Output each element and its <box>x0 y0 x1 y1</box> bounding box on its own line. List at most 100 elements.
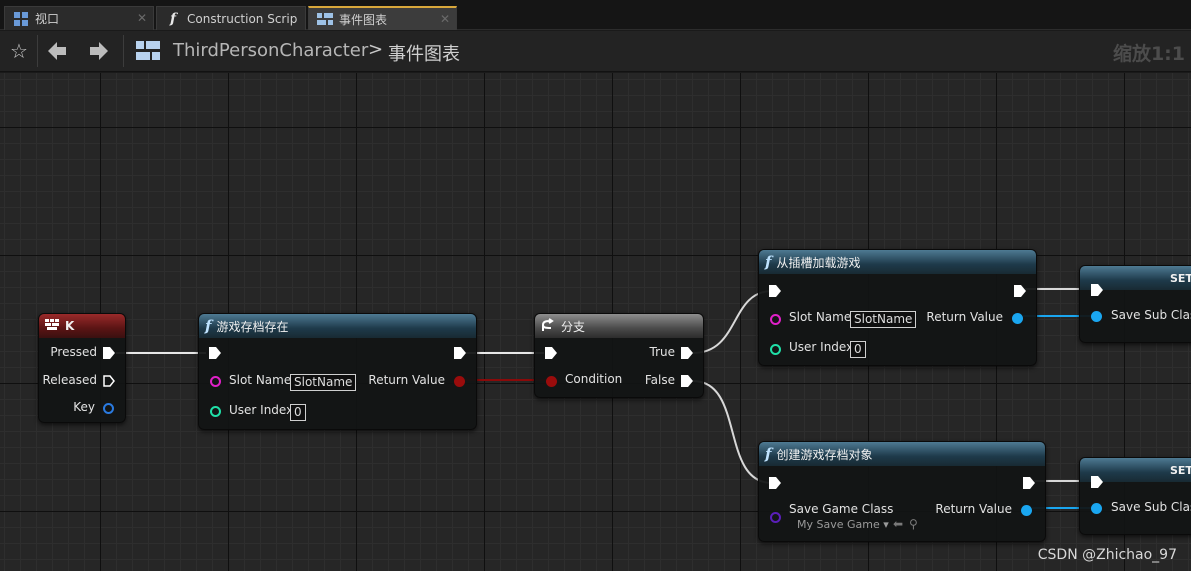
data-pin-return-object[interactable] <box>1012 313 1023 324</box>
tab-label: Construction Scrip <box>187 11 298 26</box>
node-title: 从插槽加载游戏 <box>776 255 861 270</box>
exec-pin-pressed[interactable] <box>103 347 115 359</box>
viewport-icon <box>13 11 29 27</box>
pin-label-return-value: Return Value <box>926 310 1003 324</box>
exec-pin-in[interactable] <box>209 347 221 359</box>
data-pin-save-sub-class[interactable] <box>1091 311 1102 322</box>
class-picker-dropdown[interactable]: My Save Game ▾ <box>797 518 889 531</box>
pin-label-slot-name: Slot Name <box>229 373 292 387</box>
slot-name-input[interactable]: SlotName <box>850 311 917 328</box>
breadcrumb-separator: > <box>368 39 384 60</box>
exec-pin-out[interactable] <box>1014 285 1026 297</box>
node-header: f 从插槽加载游戏 <box>759 250 1036 274</box>
browse-search-icon[interactable]: ⚲ <box>909 517 918 531</box>
close-icon[interactable]: ✕ <box>439 12 450 26</box>
node-title: 分支 <box>561 319 586 334</box>
pin-label-slot-name: Slot Name <box>789 310 852 324</box>
exec-pin-released[interactable] <box>103 375 115 387</box>
toolbar-divider <box>123 35 124 67</box>
pin-label-user-index: User Index <box>229 403 294 417</box>
create-save-game-object-node[interactable]: f 创建游戏存档对象 Save Game Class My Save Game … <box>758 441 1046 542</box>
forward-arrow-icon[interactable] <box>84 37 114 65</box>
pin-label-return-value: Return Value <box>368 373 445 387</box>
exec-wire-false <box>692 380 773 484</box>
node-title: SET <box>1170 463 1191 477</box>
tab-label: 事件图表 <box>339 12 388 27</box>
pin-label-true: True <box>649 345 676 359</box>
branch-node[interactable]: 分支 True Condition False <box>534 313 704 398</box>
data-pin-key[interactable] <box>103 403 114 414</box>
exec-pin-out[interactable] <box>1023 477 1035 489</box>
exec-pin-true[interactable] <box>681 347 693 359</box>
pin-label-false: False <box>644 373 675 387</box>
back-arrow-icon[interactable] <box>42 37 72 65</box>
function-icon: f <box>765 253 772 271</box>
exec-pin-in[interactable] <box>1091 476 1103 488</box>
node-header: f 游戏存档存在 <box>199 314 476 338</box>
set-variable-node-top[interactable]: SET Save Sub Class <box>1079 265 1191 343</box>
graph-canvas[interactable]: K Pressed Released Key f 游戏存档存在 Slot Nam… <box>0 73 1191 571</box>
pin-label-key: Key <box>73 400 95 414</box>
pin-label-return-value: Return Value <box>935 502 1012 516</box>
data-pin-condition[interactable] <box>546 376 557 387</box>
slot-name-input[interactable]: SlotName <box>290 374 357 391</box>
function-icon: f <box>765 445 772 463</box>
function-icon: f <box>169 10 177 27</box>
favorite-star-icon[interactable]: ☆ <box>10 39 28 63</box>
exec-pin-in[interactable] <box>769 477 781 489</box>
toolbar-divider <box>37 35 38 67</box>
node-title: 创建游戏存档对象 <box>776 447 873 462</box>
breadcrumb-current: 事件图表 <box>388 44 460 65</box>
load-game-from-slot-node[interactable]: f 从插槽加载游戏 Slot Name SlotName Return Valu… <box>758 249 1037 366</box>
node-header: 分支 <box>535 314 703 338</box>
pin-label-user-index: User Index <box>789 340 854 354</box>
pin-label-pressed: Pressed <box>50 345 97 359</box>
node-header: K <box>39 314 125 338</box>
exec-pin-out[interactable] <box>454 347 466 359</box>
does-save-exist-node[interactable]: f 游戏存档存在 Slot Name SlotName Return Value… <box>198 313 477 430</box>
event-graph-icon <box>136 41 160 61</box>
user-index-input[interactable]: 0 <box>850 341 866 358</box>
key-event-node[interactable]: K Pressed Released Key <box>38 313 126 423</box>
user-index-input[interactable]: 0 <box>290 404 306 421</box>
tab-viewport[interactable]: 视口 ✕ <box>4 6 154 30</box>
exec-pin-false[interactable] <box>681 375 693 387</box>
pin-label-save-game-class: Save Game Class <box>789 502 894 516</box>
tab-construction-script[interactable]: f Construction Scrip <box>156 6 306 30</box>
data-pin-user-index[interactable] <box>210 406 221 417</box>
tab-label: 视口 <box>35 12 60 26</box>
data-pin-save-sub-class[interactable] <box>1091 503 1102 514</box>
data-pin-return-object[interactable] <box>1021 505 1032 516</box>
node-title: SET <box>1170 271 1191 285</box>
data-pin-slot-name[interactable] <box>210 376 221 387</box>
pin-label-save-sub-class: Save Sub Class <box>1111 500 1191 514</box>
data-pin-return-bool[interactable] <box>454 376 465 387</box>
set-variable-node-bottom[interactable]: SET Save Sub Class <box>1079 457 1191 535</box>
branch-icon <box>541 317 555 335</box>
exec-pin-in[interactable] <box>545 347 557 359</box>
breadcrumb-root[interactable]: ThirdPersonCharacter <box>173 40 369 61</box>
pin-label-condition: Condition <box>565 372 623 386</box>
event-graph-icon <box>317 11 333 27</box>
function-icon: f <box>205 317 212 335</box>
node-header: f 创建游戏存档对象 <box>759 442 1045 466</box>
data-pin-save-game-class[interactable] <box>770 512 781 523</box>
keyboard-icon <box>45 318 59 334</box>
graph-toolbar: ☆ ThirdPersonCharacter > 事件图表 缩放1:1 <box>0 31 1191 72</box>
node-title: 游戏存档存在 <box>216 319 289 334</box>
exec-pin-in[interactable] <box>769 285 781 297</box>
node-title: K <box>65 319 75 333</box>
close-icon[interactable]: ✕ <box>136 11 147 25</box>
exec-pin-in[interactable] <box>1091 284 1103 296</box>
class-picker-value: My Save Game <box>797 518 880 531</box>
data-pin-user-index[interactable] <box>770 344 781 355</box>
data-pin-slot-name[interactable] <box>770 314 781 325</box>
use-selected-arrow-icon[interactable]: ⬅ <box>893 517 904 531</box>
chevron-down-icon: ▾ <box>883 518 889 531</box>
pin-label-released: Released <box>42 373 97 387</box>
tab-event-graph[interactable]: 事件图表 ✕ <box>308 6 457 30</box>
tab-bar: 视口 ✕ f Construction Scrip 事件图表 ✕ <box>0 0 1191 30</box>
zoom-level: 缩放1:1 <box>1112 43 1185 65</box>
pin-label-save-sub-class: Save Sub Class <box>1111 308 1191 322</box>
